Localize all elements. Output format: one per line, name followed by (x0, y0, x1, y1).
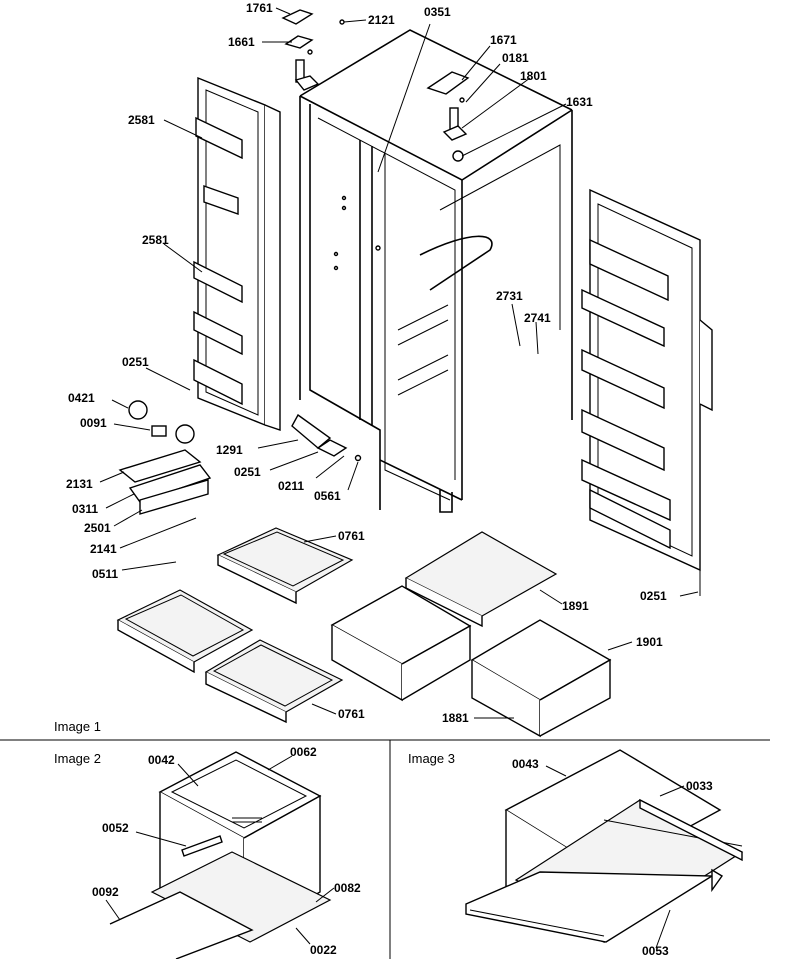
fresh-food-door (581, 188, 713, 572)
crisper-cover (404, 531, 558, 628)
part-labels-image-2: 0042 0062 0052 0082 0092 0022 (92, 745, 361, 957)
part-label: 0091 (80, 416, 107, 430)
part-label: 0761 (338, 707, 365, 721)
part-label: 0042 (148, 753, 175, 767)
part-label: 0052 (102, 821, 129, 835)
part-label: 2731 (496, 289, 523, 303)
freezer-door (193, 76, 281, 431)
part-label: 0092 (92, 885, 119, 899)
crisper-drawer-right (470, 619, 612, 738)
fresh-food-door-shelf-6 (589, 488, 671, 550)
part-label: 2141 (90, 542, 117, 556)
part-label: 0421 (68, 391, 95, 405)
fresh-food-door-shelf-3 (581, 348, 665, 410)
freezer-door-shelf-4 (193, 358, 243, 406)
freezer-door-shelf-3 (193, 310, 243, 356)
part-label: 2121 (368, 13, 395, 27)
part-label: 0211 (278, 479, 304, 493)
part-label: 0181 (502, 51, 529, 65)
part-label: 0511 (92, 567, 118, 581)
caption-image-2: Image 2 (54, 751, 101, 766)
fresh-food-door-shelf-4 (581, 408, 665, 472)
part-label: 0062 (290, 745, 317, 759)
cabinet-shelf-1 (216, 527, 354, 605)
cabinet-shelf-3 (204, 639, 344, 724)
image-2-drawer-assembly (109, 751, 332, 959)
part-label: 0351 (424, 5, 451, 19)
part-label: 0033 (686, 779, 713, 793)
part-label: 0761 (338, 529, 365, 543)
leader-lines-image-2 (105, 755, 335, 945)
part-label: 0022 (310, 943, 337, 957)
fresh-food-top-hinge (426, 71, 470, 162)
refrigerator-cabinet (299, 29, 573, 513)
part-label: 0043 (512, 757, 539, 771)
part-label: 1901 (636, 635, 663, 649)
fresh-food-door-shelf-5 (581, 458, 671, 522)
part-label: 0082 (334, 881, 361, 895)
part-label: 0251 (640, 589, 667, 603)
panel-frames (0, 739, 770, 959)
part-label: 0311 (72, 502, 98, 516)
part-label: 2581 (142, 233, 169, 247)
freezer-door-shelf-2 (193, 260, 243, 304)
image-3-shelf-assembly (465, 749, 744, 944)
part-label: 1671 (490, 33, 517, 47)
part-label: 1891 (562, 599, 589, 613)
fresh-food-door-shelf-2 (581, 288, 665, 348)
part-label: 1801 (520, 69, 547, 83)
part-label: 2741 (524, 311, 551, 325)
part-label: 1631 (566, 95, 593, 109)
part-label: 0561 (314, 489, 341, 503)
part-label: 2501 (84, 521, 111, 535)
part-label: 0251 (122, 355, 149, 369)
part-label: 2131 (66, 477, 93, 491)
leader-lines-image-1 (99, 7, 701, 719)
part-label: 1291 (216, 443, 243, 457)
part-label: 1881 (442, 711, 469, 725)
lamp-assembly (118, 400, 362, 515)
part-label: 1761 (246, 1, 273, 15)
freezer-top-hinge (281, 9, 345, 91)
part-labels-image-1: 1761 2121 0351 1661 1671 0181 1801 1631 … (66, 1, 667, 725)
leader-lines-image-3 (545, 765, 685, 949)
part-label: 0053 (642, 944, 669, 958)
freezer-door-shelf-1 (195, 116, 243, 160)
part-labels-image-3: 0043 0033 0053 (512, 757, 713, 958)
fresh-food-door-shelf-1 (589, 238, 669, 302)
part-label: 0251 (234, 465, 261, 479)
caption-image-1: Image 1 (54, 719, 101, 734)
caption-image-3: Image 3 (408, 751, 455, 766)
cabinet-shelf-2 (116, 589, 254, 674)
part-label: 1661 (228, 35, 255, 49)
part-label: 2581 (128, 113, 155, 127)
crisper-drawer-left (330, 585, 472, 702)
